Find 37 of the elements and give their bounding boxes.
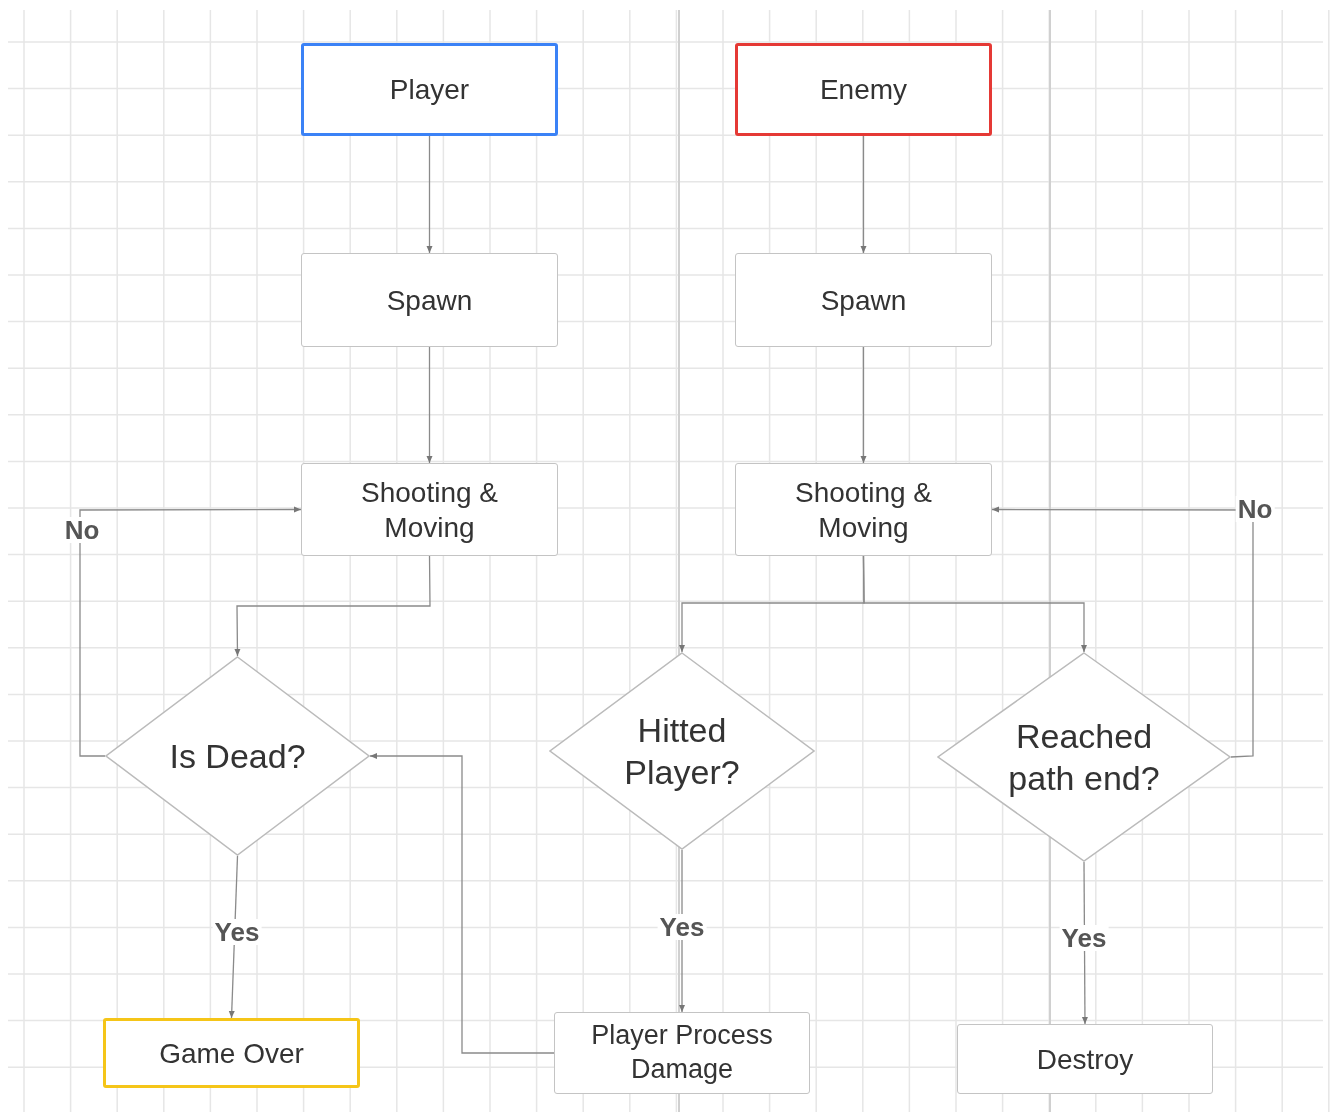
arrow [426, 135, 433, 254]
edge-label: No [1235, 496, 1275, 522]
process-box [957, 1024, 1213, 1094]
arrow [426, 346, 433, 464]
node-label: Player [389, 73, 470, 107]
decision-diamond [549, 652, 815, 850]
node-label: Shooting & Moving [360, 475, 499, 545]
process-box [554, 1012, 810, 1094]
node-label: Spawn [386, 283, 473, 318]
arrow [860, 135, 867, 254]
process-box [735, 43, 992, 136]
arrow [991, 506, 1254, 758]
process-box [301, 253, 558, 347]
process-box [735, 253, 992, 347]
edge-label: Yes [1059, 925, 1109, 951]
node-label: Player Process Damage [590, 1019, 774, 1086]
process-box [301, 463, 558, 556]
arrow [369, 753, 555, 1054]
decision-diamond [105, 656, 370, 856]
arrow [79, 506, 302, 757]
process-box [103, 1018, 360, 1088]
arrow [860, 346, 867, 464]
node-label: Destroy [1036, 1042, 1134, 1077]
process-box [301, 43, 558, 136]
edge-label: Yes [212, 919, 262, 945]
arrow [234, 555, 431, 657]
node-label: Game Over [159, 1036, 304, 1071]
node-label: Reached path end? [1007, 715, 1161, 799]
edge-label: Yes [657, 914, 707, 940]
node-label: Is Dead? [169, 735, 306, 777]
decision-diamond [937, 652, 1231, 862]
node-label: Spawn [820, 283, 907, 318]
node-label: Enemy [819, 73, 908, 107]
process-box [735, 463, 992, 556]
node-label: Hitted Player? [623, 709, 741, 793]
node-label: Shooting & Moving [794, 475, 933, 545]
arrow [862, 555, 1087, 653]
